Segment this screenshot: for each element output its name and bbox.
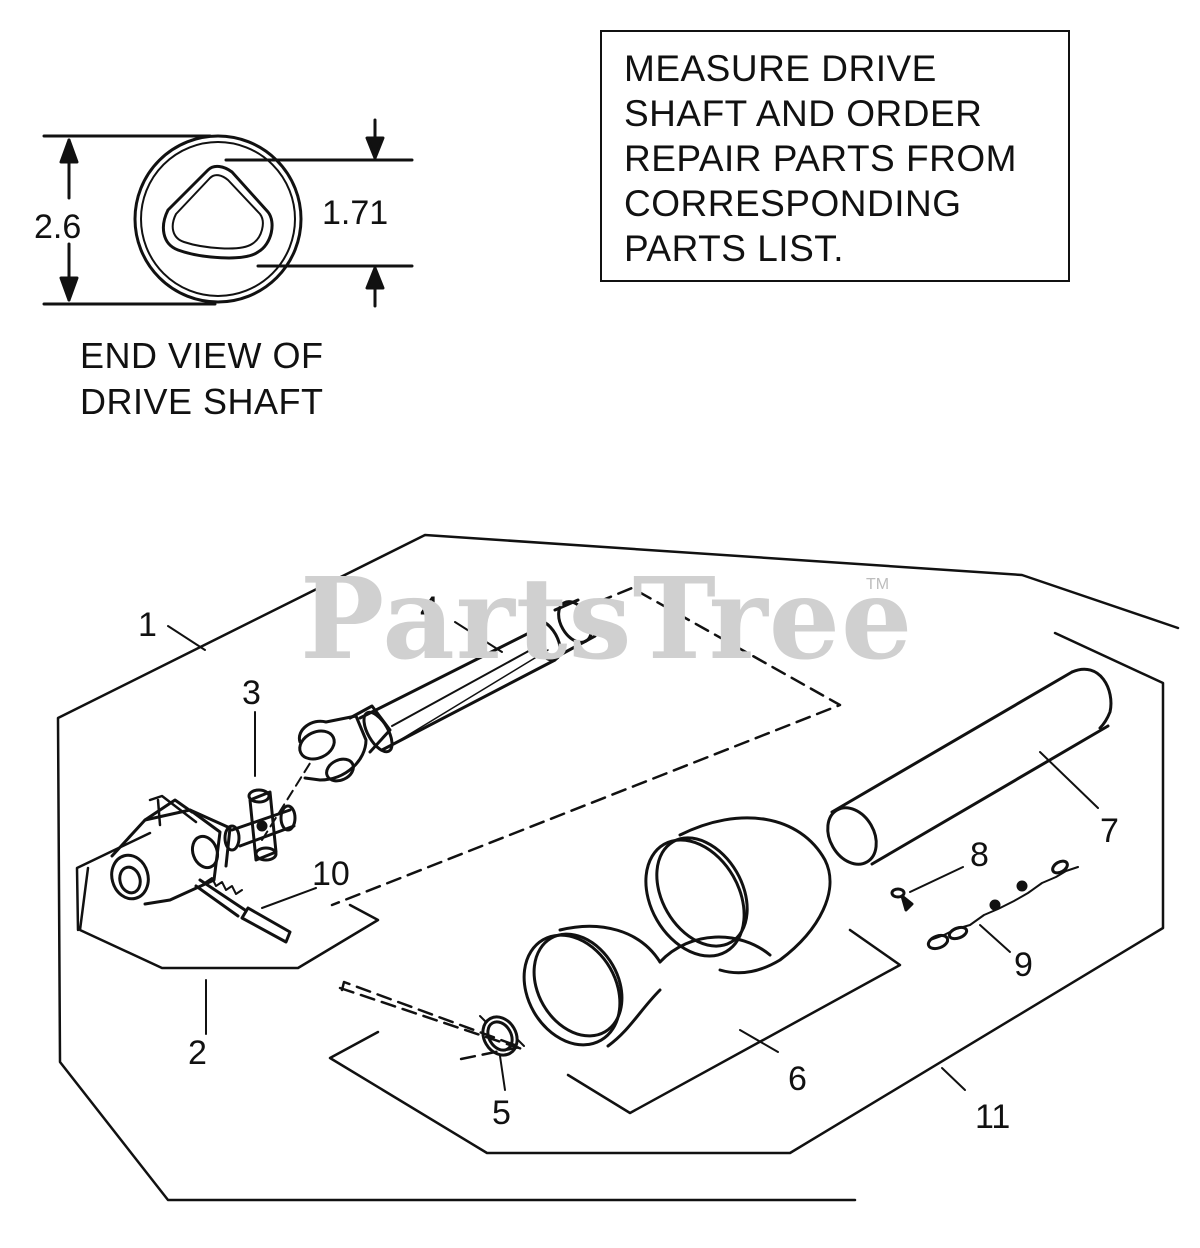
callout-2: 2 (188, 1034, 207, 1072)
watermark-trademark: TM (866, 576, 890, 593)
callout-leaders (167, 621, 1099, 1091)
callout-3: 3 (242, 674, 261, 712)
bell-shield-6 (522, 816, 832, 1048)
note-line-1: MEASURE DRIVE (624, 48, 937, 89)
inner-width-label: 1.71 (322, 194, 389, 232)
measurement-note-box: MEASURE DRIVE SHAFT AND ORDER REPAIR PAR… (600, 30, 1070, 282)
note-line-3: REPAIR PARTS FROM (624, 138, 1017, 179)
callout-7: 7 (1100, 812, 1119, 850)
snap-ring-5 (479, 1015, 525, 1057)
dashed-outline-4 (330, 586, 842, 1062)
callout-6: 6 (788, 1060, 807, 1098)
shield-outline-6 (566, 928, 902, 1115)
callout-1: 1 (138, 606, 157, 644)
outer-tube-7 (826, 667, 1113, 866)
yoke-2 (110, 798, 232, 906)
inner-shaft-4 (297, 598, 597, 783)
callout-11: 11 (975, 1098, 1010, 1136)
outer-diameter-label: 2.6 (34, 208, 82, 246)
callout-4: 4 (420, 590, 439, 628)
end-view-caption-line-1: END VIEW OF (80, 335, 324, 376)
watermark-text: PartsTree (300, 554, 914, 685)
callout-9: 9 (1014, 946, 1033, 984)
note-line-2: SHAFT AND ORDER (624, 93, 983, 134)
callout-10: 10 (312, 855, 350, 893)
end-view-drawing (42, 118, 414, 308)
guard-outline-11 (328, 631, 1165, 1155)
end-view-caption-line-2: DRIVE SHAFT (80, 381, 324, 422)
note-line-5: PARTS LIST. (624, 228, 845, 269)
assembly-outline-1 (56, 533, 1180, 1202)
callout-5: 5 (492, 1094, 511, 1132)
safety-chain-9 (926, 859, 1079, 951)
note-line-4: CORRESPONDING (624, 183, 962, 224)
screw-8 (890, 887, 914, 912)
spring-pin-10 (194, 877, 292, 944)
yoke-outline-2 (75, 794, 380, 970)
callout-8: 8 (970, 836, 989, 874)
cross-joint-3 (223, 788, 297, 862)
